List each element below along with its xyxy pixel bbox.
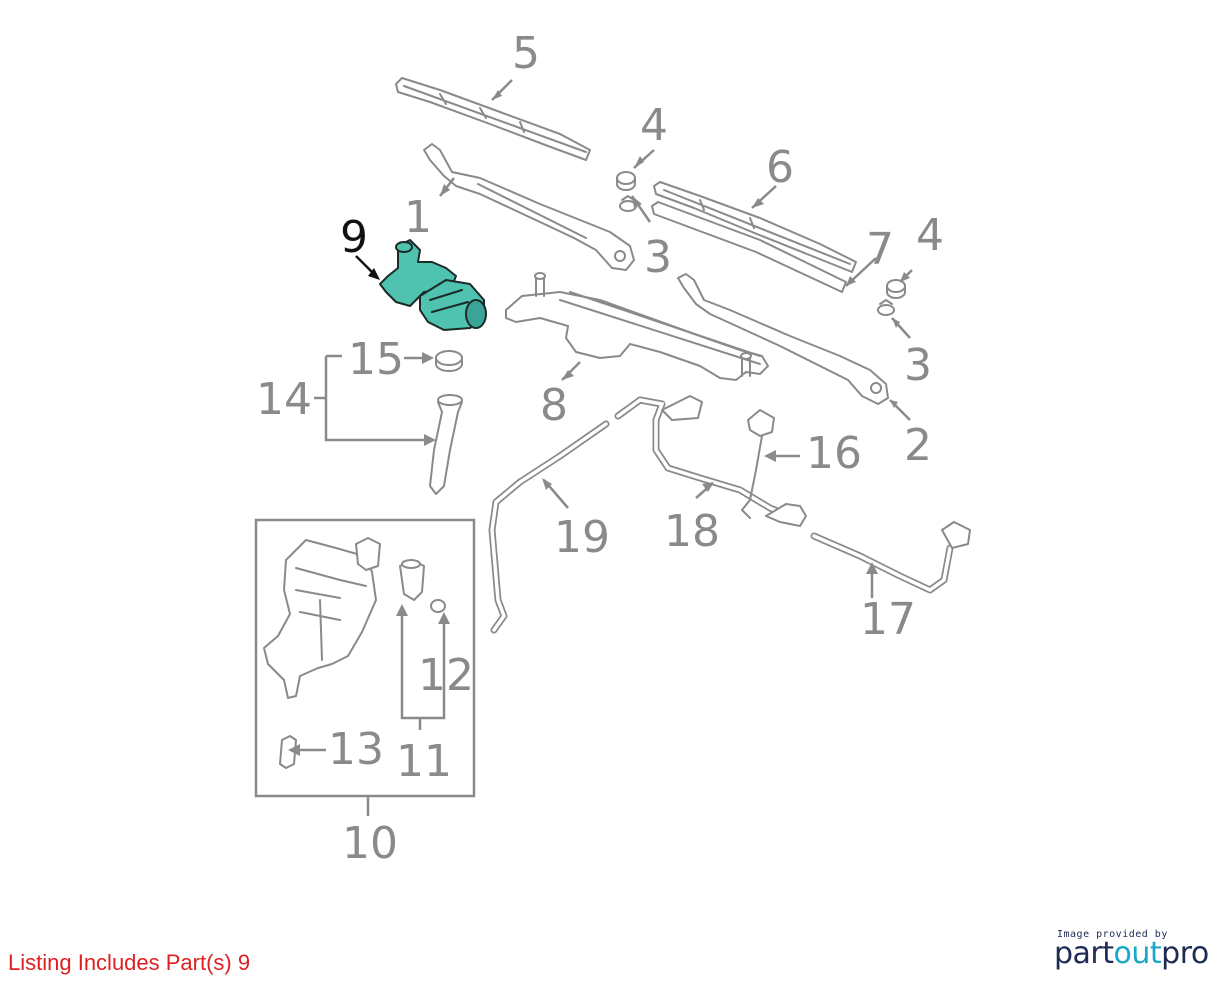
part-17-hose [810, 521, 971, 594]
part-1-wiper-arm [423, 143, 635, 271]
callout-4b: 4 [916, 210, 944, 261]
hose-joint [765, 503, 807, 527]
callout-6: 6 [766, 142, 794, 193]
callout-10: 10 [342, 818, 398, 869]
part-3-nut-b [877, 299, 895, 316]
callout-3b: 3 [904, 340, 932, 391]
leader-arrowheads [288, 90, 910, 756]
callout-7: 7 [866, 224, 894, 275]
part-9-wiper-motor [379, 239, 487, 331]
part-16-nozzle [741, 409, 775, 519]
part-4-cap-a [616, 171, 636, 191]
callout-8: 8 [540, 380, 568, 431]
part-10-reservoir-box [254, 518, 476, 798]
callout-18: 18 [664, 506, 720, 557]
callout-12: 12 [418, 650, 474, 701]
callout-9: 9 [340, 212, 368, 263]
callout-4a: 4 [640, 100, 668, 151]
callout-11: 11 [396, 736, 452, 787]
arrowhead-9 [368, 268, 380, 280]
part-15-cap [435, 350, 463, 372]
part-2-wiper-arm [677, 273, 889, 405]
callout-5: 5 [512, 28, 540, 79]
callout-2: 2 [904, 420, 932, 471]
part-8-linkage [505, 272, 769, 381]
image-credit-caption: Image provided by [1057, 929, 1168, 940]
callout-14: 14 [256, 374, 312, 425]
callout-16: 16 [806, 428, 862, 479]
part-19-hose [488, 420, 610, 634]
part-6-wiper-blade [653, 181, 857, 273]
callout-15: 15 [348, 334, 404, 385]
callout-3a: 3 [644, 232, 672, 283]
callout-17: 17 [860, 594, 916, 645]
part-4-cap-b [886, 279, 906, 299]
logo-part: part [1054, 936, 1114, 971]
callout-13: 13 [328, 724, 384, 775]
part-14-filler-neck [429, 394, 463, 495]
callout-numbers: 5 4 6 1 3 7 4 3 2 8 9 15 14 16 18 19 17 … [256, 28, 944, 869]
partoutpro-logo: partoutpro [1054, 936, 1209, 971]
listing-includes-note: Listing Includes Part(s) 9 [8, 950, 251, 975]
callout-1: 1 [404, 192, 432, 243]
part-7-wiper-refill [651, 201, 847, 293]
callout-19: 19 [554, 512, 610, 563]
logo-pro: pro [1161, 936, 1209, 971]
logo-out: out [1113, 936, 1162, 971]
part-5-wiper-blade [395, 77, 591, 161]
part-18-hose [614, 395, 794, 520]
